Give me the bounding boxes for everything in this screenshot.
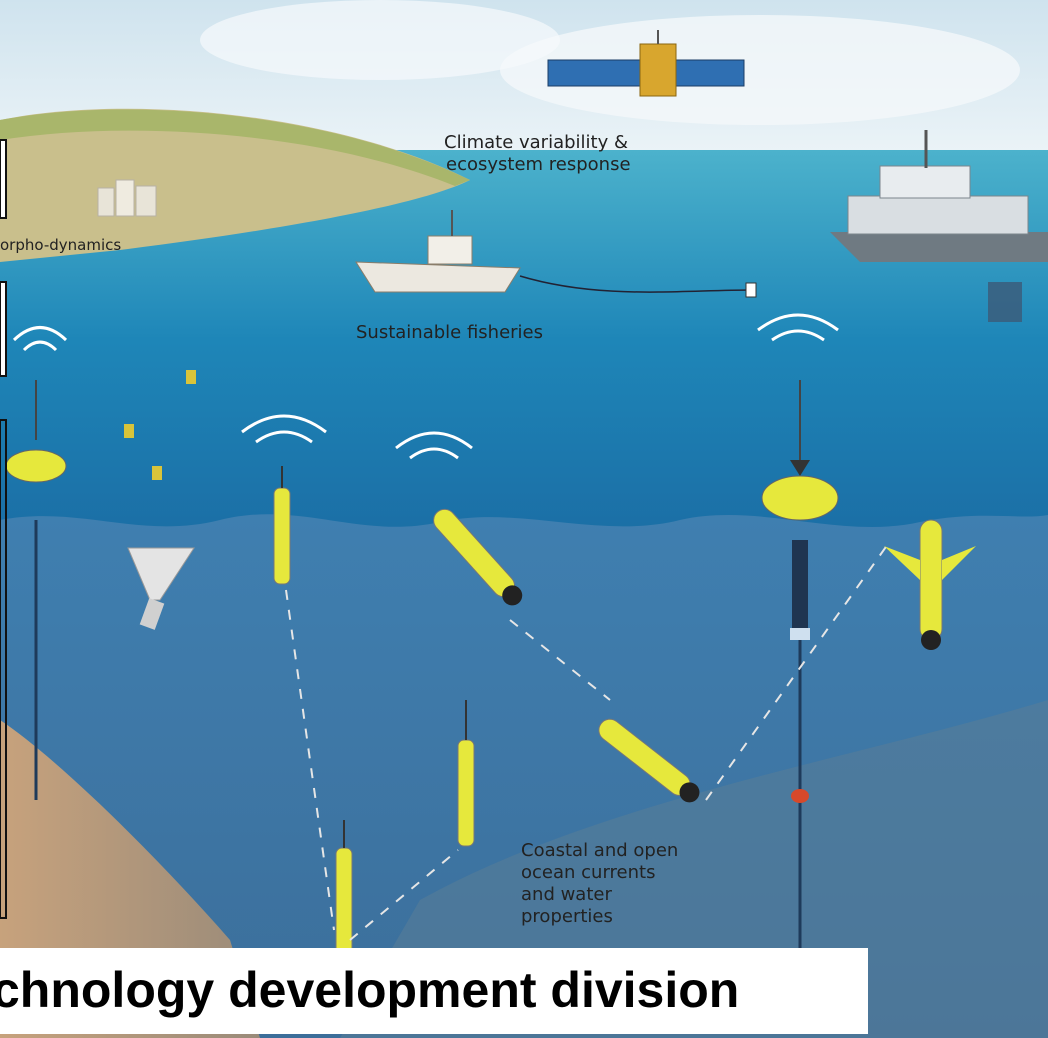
glider-icon	[598, 718, 700, 803]
label-line: ocean currents	[521, 862, 656, 883]
sediment-trap-icon	[127, 547, 195, 630]
fishing-boat-icon	[355, 210, 757, 298]
signal-icon	[12, 313, 839, 460]
buoy-icon	[761, 380, 839, 960]
label-climate: Climate variability & ecosystem response	[444, 132, 631, 176]
label-line: Climate variability &	[444, 132, 628, 153]
building-icon	[115, 179, 135, 217]
label-line: and water	[521, 884, 612, 905]
float-profiler-icon	[335, 820, 353, 959]
building-icon	[97, 187, 115, 217]
cloud	[500, 15, 1020, 125]
buoy-icon	[5, 380, 67, 800]
glider-icon	[884, 519, 976, 650]
glider-icon	[433, 508, 523, 606]
label-line: properties	[521, 906, 613, 927]
label-fisheries: Sustainable fisheries	[356, 322, 544, 343]
building-icon	[135, 185, 157, 217]
label-morpho-dynamics: orpho-dynamics	[0, 236, 122, 254]
satellite-icon	[547, 30, 745, 97]
panel-edge	[0, 139, 7, 219]
label-line: ecosystem response	[446, 154, 631, 175]
banner-title: chnology development division	[0, 962, 740, 1018]
label-coastal: Coastal and open ocean currents and wate…	[521, 840, 678, 928]
float-profiler-icon	[273, 466, 291, 585]
float-icon	[124, 424, 134, 438]
panel-edge	[0, 419, 7, 919]
label-line: Coastal and open	[521, 840, 679, 861]
cloud	[200, 0, 560, 80]
float-icon	[186, 370, 196, 384]
panel-edge	[0, 281, 7, 377]
grass	[0, 109, 470, 186]
float-icon	[152, 466, 162, 480]
research-vessel-icon	[830, 130, 1048, 322]
title-banner: chnology development division	[0, 948, 868, 1034]
glider-track	[285, 543, 889, 941]
float-profiler-icon	[457, 700, 475, 847]
